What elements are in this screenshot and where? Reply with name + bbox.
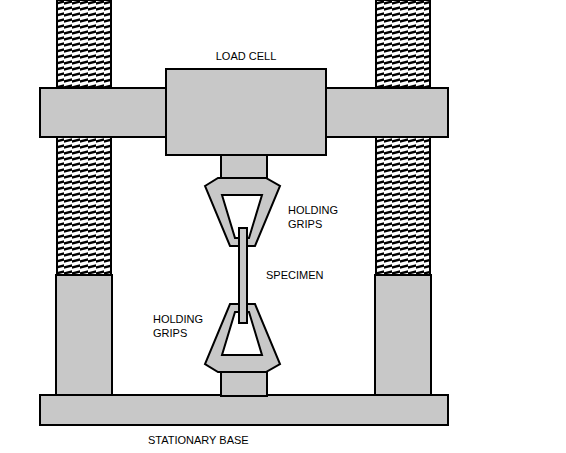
node-label: LOAD CELL	[167, 50, 325, 62]
part-label: STATIONARY BASE	[148, 433, 249, 447]
part-label: HOLDING GRIPS	[153, 312, 223, 340]
stationary-base	[40, 395, 448, 425]
part-label: SPECIMEN	[266, 268, 323, 282]
part-label: HOLDING GRIPS	[288, 203, 358, 231]
load-cell: LOAD CELL	[165, 68, 327, 156]
support-column	[375, 275, 431, 395]
coupler	[221, 372, 267, 396]
support-column	[56, 275, 112, 395]
specimen	[239, 228, 247, 323]
coupler	[221, 154, 267, 178]
